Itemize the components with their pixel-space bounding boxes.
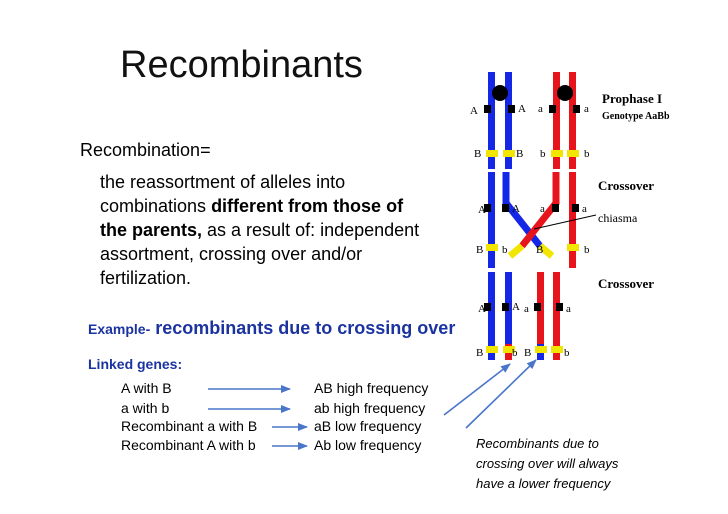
co2-allele-A-right: A bbox=[512, 301, 520, 313]
co2-locus-B bbox=[486, 346, 498, 353]
definition-line-4: assortment, crossing over and/or bbox=[100, 244, 363, 264]
gene-row-2-left: a with b bbox=[121, 400, 170, 416]
crossover-2-chromosomes bbox=[484, 272, 563, 360]
gene-row-3-right: aB low frequency bbox=[314, 418, 422, 434]
co1-blue-outer bbox=[488, 172, 495, 268]
crossover-1-label: Crossover bbox=[598, 178, 654, 193]
co1-allele-A-right: A bbox=[512, 203, 520, 215]
caption: Recombinants due to crossing over will a… bbox=[476, 434, 676, 494]
arrow-to-recombinant-b bbox=[443, 363, 511, 416]
co2-allele-B-mid: B bbox=[524, 347, 531, 359]
chromatid-red-2 bbox=[569, 72, 576, 169]
allele-A-left: A bbox=[470, 105, 478, 117]
allele-a-left: a bbox=[538, 103, 543, 115]
caption-line-1: Recombinants due to bbox=[476, 436, 599, 451]
definition-line-3-bold: the parents, bbox=[100, 220, 203, 240]
co1-locus-a-1 bbox=[552, 204, 559, 212]
linked-genes-heading: Linked genes: bbox=[88, 356, 183, 372]
co2-locus-a-1 bbox=[534, 303, 541, 311]
co1-allele-B-left: B bbox=[476, 244, 483, 256]
co1-allele-a-right: a bbox=[582, 203, 587, 215]
co1-blue-crossing bbox=[502, 172, 543, 249]
crossover-2-label: Crossover bbox=[598, 276, 654, 291]
caption-line-3: have a lower frequency bbox=[476, 476, 611, 491]
locus-B-1 bbox=[486, 150, 498, 157]
locus-A-1 bbox=[484, 105, 491, 113]
definition-line-1: the reassortment of alleles into bbox=[100, 172, 346, 192]
co1-yellow-red-end bbox=[507, 243, 525, 259]
chromatid-blue-2 bbox=[505, 72, 512, 169]
locus-b-1 bbox=[551, 150, 563, 157]
co2-locus-B2 bbox=[535, 346, 547, 353]
co1-allele-B-mid: B bbox=[536, 244, 543, 256]
allele-b-left: b bbox=[540, 148, 546, 160]
example-text: recombinants due to crossing over bbox=[150, 318, 456, 338]
definition-heading: Recombination= bbox=[80, 140, 211, 160]
centromere-red bbox=[557, 85, 573, 101]
caption-line-2: crossing over will always bbox=[476, 456, 619, 471]
chiasma-pointer bbox=[533, 214, 597, 230]
co1-allele-a-left: a bbox=[540, 203, 545, 215]
gene-row-1-right: AB high frequency bbox=[314, 380, 429, 396]
co1-locus-A-2 bbox=[502, 204, 509, 212]
co2-allele-b-right: b bbox=[564, 347, 570, 359]
co2-locus-A-1 bbox=[484, 303, 491, 311]
arrow-to-recombinant-B bbox=[465, 359, 537, 429]
co1-locus-a-2 bbox=[572, 204, 579, 212]
co2-allele-b-mid: b bbox=[512, 347, 518, 359]
definition-line-2-bold: different from those of bbox=[211, 196, 404, 216]
locus-b-2 bbox=[567, 150, 579, 157]
co2-allele-A-left: A bbox=[478, 303, 486, 315]
definition-line-3-text: as a result of: independent bbox=[202, 220, 420, 240]
definition-line-2: combinations different from those of bbox=[100, 194, 403, 218]
co1-locus-b bbox=[567, 244, 579, 251]
co2-locus-A-2 bbox=[502, 303, 509, 311]
co1-red-crossing bbox=[519, 172, 560, 249]
prophase-label: Prophase I bbox=[602, 91, 662, 106]
example-line: Example- recombinants due to crossing ov… bbox=[88, 318, 455, 339]
allele-A-right: A bbox=[518, 103, 526, 115]
gene-row-2-right: ab high frequency bbox=[314, 400, 426, 416]
co2-red-2 bbox=[553, 272, 560, 360]
slide-title: Recombinants bbox=[120, 44, 363, 86]
co2-locus-a-2 bbox=[556, 303, 563, 311]
co2-allele-a-right: a bbox=[566, 303, 571, 315]
co1-yellow-blue-end bbox=[537, 243, 555, 259]
co2-locus-b bbox=[503, 346, 515, 353]
centromere-blue bbox=[492, 85, 508, 101]
locus-B-2 bbox=[503, 150, 515, 157]
co1-allele-b-right: b bbox=[584, 244, 590, 256]
locus-a-2 bbox=[573, 105, 580, 113]
crossover-1-chromosomes bbox=[484, 172, 579, 268]
definition-line-3: the parents, as a result of: independent bbox=[100, 218, 419, 242]
co2-allele-a-left: a bbox=[524, 303, 529, 315]
co2-allele-B-left: B bbox=[476, 347, 483, 359]
locus-A-2 bbox=[508, 105, 515, 113]
co1-locus-B bbox=[486, 244, 498, 251]
allele-b-right: b bbox=[584, 148, 590, 160]
gene-row-4-right: Ab low frequency bbox=[314, 437, 422, 453]
definition-line-5: fertilization. bbox=[100, 268, 192, 288]
chromatid-red-1 bbox=[553, 72, 560, 169]
definition-line-2-text: combinations bbox=[100, 196, 212, 216]
chiasma-label: chiasma bbox=[598, 211, 638, 225]
co2-blue-1 bbox=[488, 272, 495, 360]
co1-allele-A-left: A bbox=[478, 204, 486, 216]
co1-allele-b-mid: b bbox=[502, 244, 508, 256]
allele-a-right: a bbox=[584, 103, 589, 115]
example-prefix: Example- bbox=[88, 321, 151, 337]
gene-row-4-left: Recombinant A with b bbox=[121, 437, 256, 453]
allele-B-left: B bbox=[474, 148, 481, 160]
allele-B-right: B bbox=[516, 148, 523, 160]
genotype-label: Genotype AaBb bbox=[602, 111, 670, 122]
chromatid-blue-1 bbox=[488, 72, 495, 169]
gene-row-3-left: Recombinant a with B bbox=[121, 418, 258, 434]
prophase-chromosomes bbox=[484, 72, 580, 169]
locus-a-1 bbox=[549, 105, 556, 113]
gene-row-1-left: A with B bbox=[121, 380, 172, 396]
co2-locus-b2 bbox=[551, 346, 563, 353]
co1-locus-A-1 bbox=[484, 204, 491, 212]
